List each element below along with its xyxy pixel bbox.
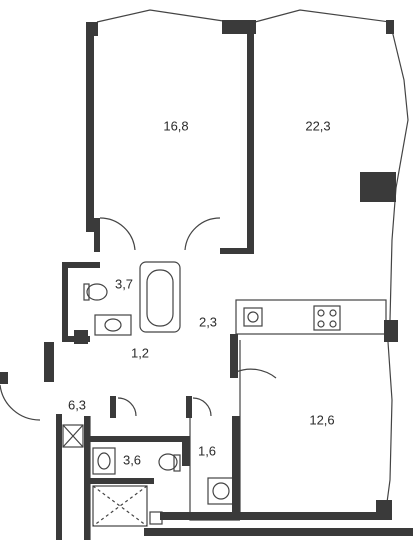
room-area-label: 12,6 <box>309 412 335 428</box>
room-area-label: 22,3 <box>305 118 331 134</box>
room-area-label: 3,7 <box>114 276 134 292</box>
washbasin-2 <box>92 447 116 475</box>
walls <box>0 20 413 540</box>
room-area-label: 2,3 <box>198 314 218 330</box>
kitchen-counter <box>235 299 387 335</box>
shaft-1 <box>62 424 84 448</box>
window-right-lower <box>385 341 393 511</box>
shower <box>92 485 148 527</box>
door-swing-bath2 <box>117 397 137 417</box>
window-right-upper <box>389 187 397 340</box>
toilet-2 <box>158 453 178 471</box>
window-top-right <box>254 9 409 189</box>
bathtub <box>139 261 181 333</box>
door-swing-2 <box>184 217 221 251</box>
washbasin-1 <box>94 314 132 336</box>
room-area-label: 1,6 <box>197 443 217 459</box>
toilet-1 <box>86 283 108 301</box>
room-area-label: 3,6 <box>122 452 142 468</box>
door-swing-wc <box>192 397 212 417</box>
door-swing-bedroom <box>235 368 277 379</box>
sink-kitchen <box>243 307 263 327</box>
door-swing-entrance <box>0 384 41 421</box>
stove <box>313 305 341 331</box>
room-area-label: 1,2 <box>130 345 150 361</box>
door-swing-1 <box>99 217 136 251</box>
room-area-label: 6,3 <box>67 397 87 413</box>
room-area-label: 16,8 <box>163 118 189 134</box>
washing-machine <box>207 477 235 505</box>
window-top-left <box>96 9 231 23</box>
